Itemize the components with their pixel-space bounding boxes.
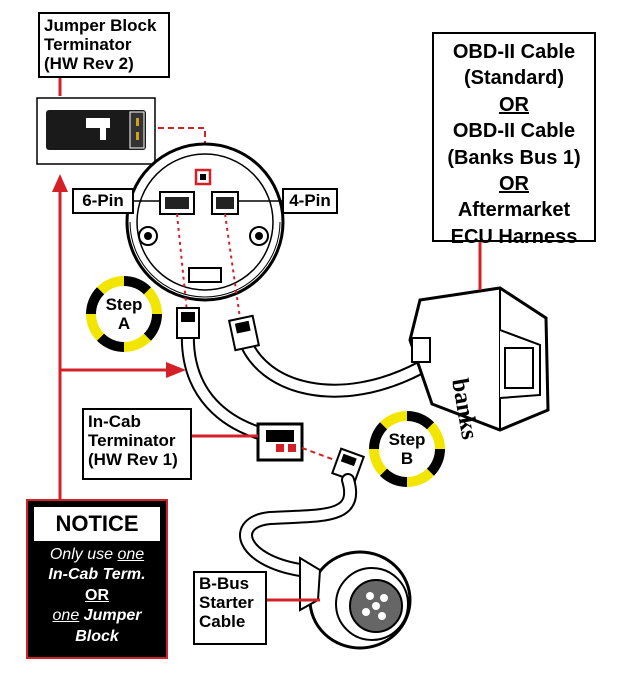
step-a-badge: Step A (86, 276, 162, 352)
notice-box: NOTICE Only use one In-Cab Term. OR one … (26, 499, 168, 659)
in-cab-terminator-image (256, 422, 304, 462)
b-bus-cable-image (239, 447, 412, 650)
step-a-letter: A (117, 314, 131, 333)
step-b-letter: B (400, 449, 414, 468)
jumper-line-3: (HW Rev 2) (44, 54, 134, 74)
notice-line-1: Only use one (28, 545, 166, 565)
jumper-block-callout: Jumper Block Terminator (HW Rev 2) (38, 12, 170, 78)
notice-title: NOTICE (34, 507, 160, 541)
obd-line-4: (Banks Bus 1) (447, 146, 581, 169)
notice-line-1-pre: Only use (49, 546, 118, 563)
obd-line-1: OBD-II Cable (452, 41, 576, 63)
notice-line-4-jumper: Jumper (79, 607, 142, 625)
obd-or-1: OR (499, 93, 529, 116)
step-b-badge: Step B (369, 411, 445, 487)
obd-line-5: Aftermarket (457, 199, 571, 222)
six-pin-label: 6-Pin (72, 188, 134, 214)
step-b-word: Step (388, 430, 426, 449)
notice-line-4: one Jumper (28, 606, 166, 626)
in-cab-line-1: In-Cab (88, 412, 141, 431)
b-bus-callout: B-Bus Starter Cable (193, 571, 267, 645)
notice-arrows (52, 78, 186, 499)
step-a-inner: Step A (96, 286, 152, 342)
four-pin-label: 4-Pin (282, 188, 338, 214)
notice-line-3: OR (85, 586, 109, 604)
obd-callout: OBD-II Cable (Standard) OR OBD-II Cable … (432, 32, 596, 248)
notice-line-4-one: one (52, 607, 80, 625)
notice-line-2: In-Cab Term. (48, 566, 146, 584)
six-pin-dotted (176, 213, 188, 313)
in-cab-line-3: (HW Rev 1) (88, 450, 178, 470)
obd-line-3: OBD-II Cable (452, 120, 576, 143)
b-bus-line-1: B-Bus (199, 574, 250, 593)
obd-connector-image: banks (408, 286, 550, 441)
obd-or-2: OR (499, 172, 529, 195)
gauge-back-image (125, 142, 285, 302)
b-bus-line-3: Cable (199, 612, 246, 632)
b-bus-line-2: Starter (199, 593, 254, 613)
jumper-block-image (36, 97, 156, 165)
step-b-inner: Step B (379, 421, 435, 477)
in-cab-line-2: Terminator (88, 431, 176, 451)
gauge-cables (176, 307, 427, 447)
step-a-word: Step (105, 295, 143, 314)
obd-line-2: (Standard) (464, 67, 564, 90)
jumper-line-2: Terminator (44, 35, 132, 55)
obd-line-6: ECU Harness (450, 225, 578, 248)
notice-line-5: Block (75, 627, 119, 645)
in-cab-callout: In-Cab Terminator (HW Rev 1) (82, 408, 192, 480)
notice-line-1-one: one (117, 546, 145, 563)
notice-body: Only use one In-Cab Term. OR one Jumper … (28, 545, 166, 647)
jumper-line-1: Jumper Block (44, 16, 157, 35)
in-cab-dashed (301, 447, 341, 463)
